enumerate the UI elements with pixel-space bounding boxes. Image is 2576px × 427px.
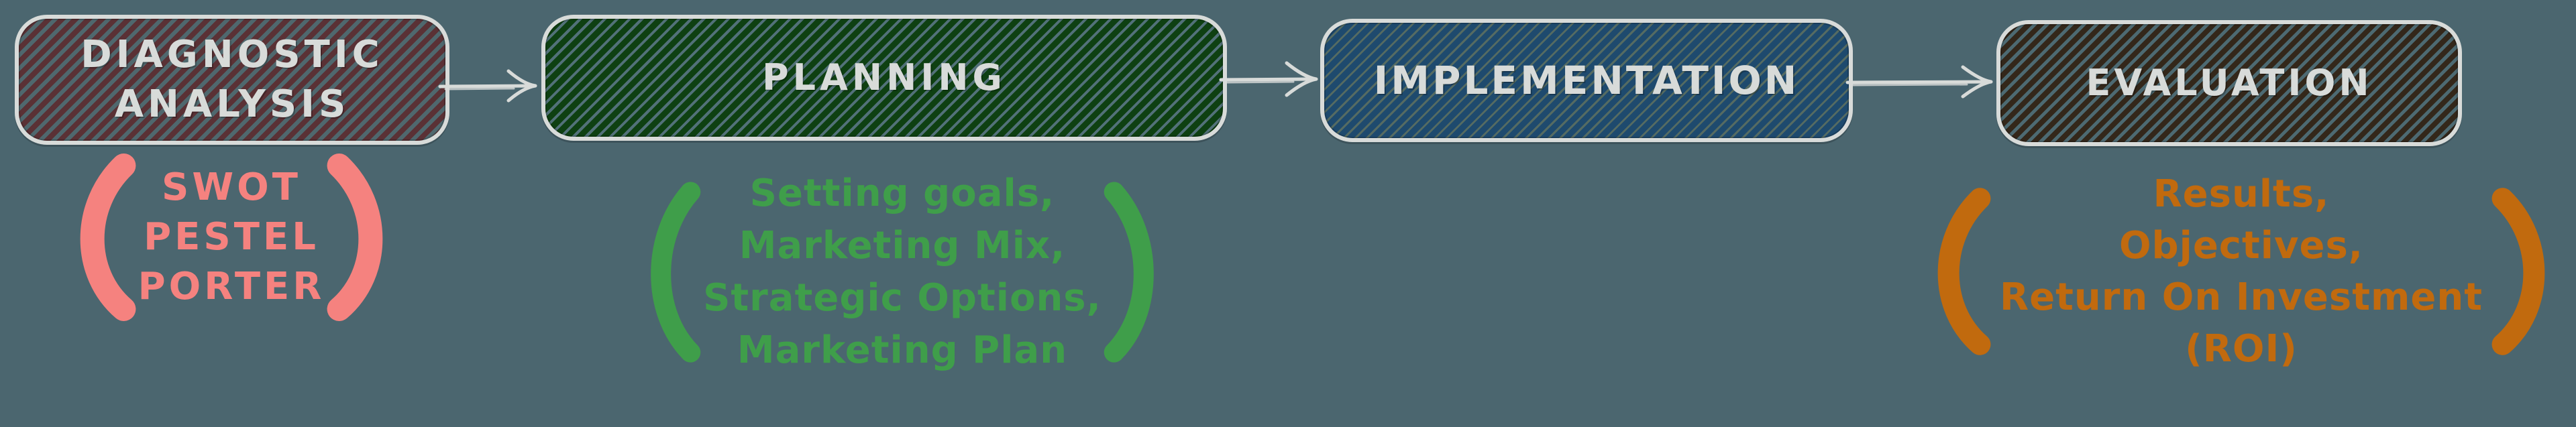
annotation-line: Results, (2153, 172, 2330, 216)
annotation-diagnostic-tools: SWOT PESTEL PORTER (64, 158, 399, 316)
stage-label-line: IMPLEMENTATION (1373, 57, 1800, 103)
annotation-line: Marketing Mix, (739, 224, 1066, 267)
right-parenthesis-icon (329, 158, 399, 316)
flow-arrow-icon (1219, 61, 1318, 97)
annotation-line: (ROI) (2185, 327, 2298, 371)
stage-box-planning: PLANNING (541, 15, 1227, 141)
stage-label-line: DIAGNOSTIC (80, 33, 384, 77)
right-parenthesis-icon (1105, 184, 1171, 361)
stage-label-line: ANALYSIS (114, 82, 350, 126)
stage-label-line: EVALUATION (2086, 62, 2373, 105)
annotation-line: Objectives, (2118, 224, 2364, 267)
stage-box-diagnostic-analysis: DIAGNOSTIC ANALYSIS (15, 15, 449, 145)
annotation-planning-activities: Setting goals, Marketing Mix, Strategic … (634, 168, 1171, 377)
stage-label-diagnostic-analysis: DIAGNOSTIC ANALYSIS (80, 30, 384, 129)
stage-label-evaluation: EVALUATION (2086, 59, 2372, 107)
stage-label-planning: PLANNING (762, 54, 1006, 101)
annotation-line: Strategic Options, (703, 276, 1102, 320)
annotation-lines: Setting goals, Marketing Mix, Strategic … (700, 168, 1105, 377)
stage-label-implementation: IMPLEMENTATION (1374, 55, 1800, 107)
annotation-evaluation-outputs: Results, Objectives, Return On Investmen… (1920, 162, 2563, 381)
left-parenthesis-icon (634, 184, 700, 361)
annotation-line: Marketing Plan (737, 328, 1068, 372)
annotation-line: Return On Investment (2000, 276, 2483, 319)
stage-box-implementation: IMPLEMENTATION (1320, 19, 1853, 142)
flow-arrow-icon (438, 69, 537, 103)
left-parenthesis-icon (1920, 191, 1990, 352)
annotation-lines: Results, Objectives, Return On Investmen… (1990, 168, 2493, 375)
left-parenthesis-icon (64, 158, 133, 316)
flow-arrow-icon (1845, 65, 1993, 99)
annotation-line: Setting goals, (749, 172, 1055, 215)
annotation-lines: SWOT PESTEL PORTER (133, 163, 329, 312)
annotation-line: PESTEL (144, 215, 319, 259)
stage-box-evaluation: EVALUATION (1996, 20, 2462, 146)
annotation-line: PORTER (138, 265, 325, 308)
annotation-line: SWOT (162, 166, 301, 209)
right-parenthesis-icon (2493, 191, 2563, 352)
stage-label-line: PLANNING (762, 56, 1006, 99)
